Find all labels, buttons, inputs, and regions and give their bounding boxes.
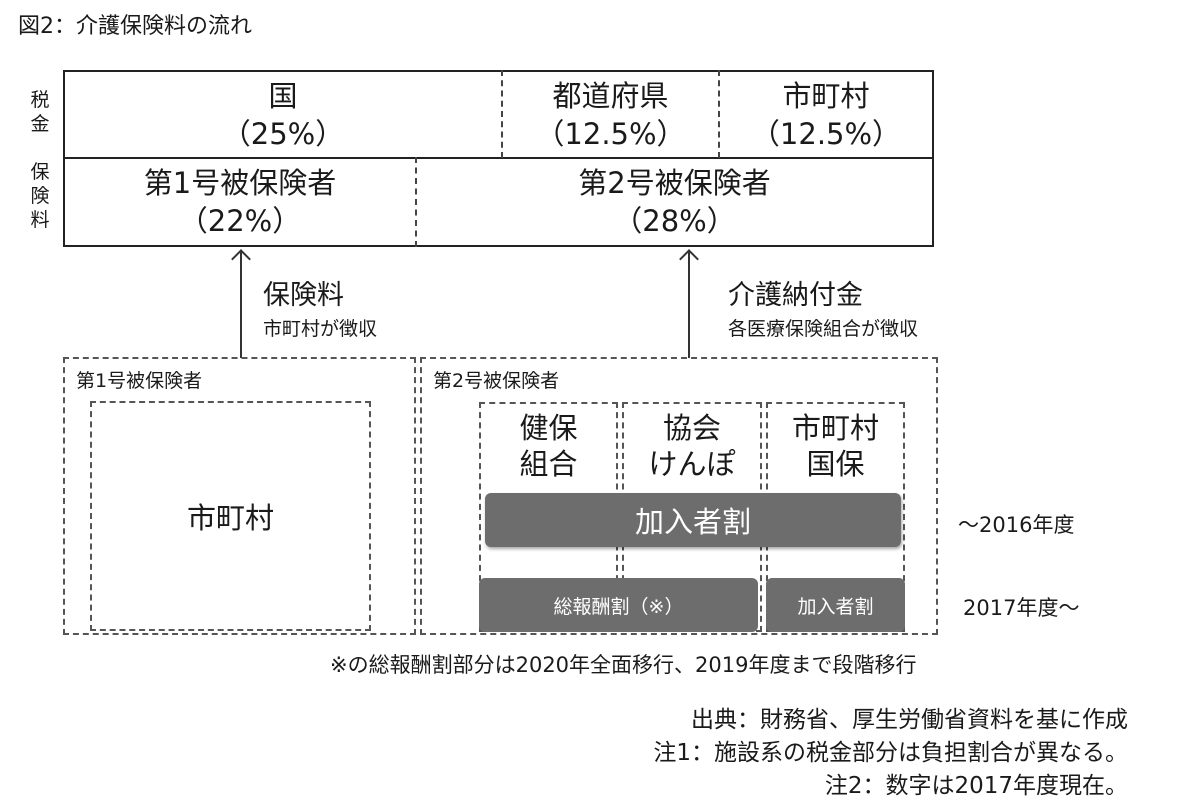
insurer-line: 組合 [519,447,578,481]
flow-label-premium: 保険料 [263,280,344,311]
group-second-insured-title: 第2号被保険者 [433,370,560,392]
cell-municipality: 市町村 （12.5%） [720,72,932,157]
transition-note: ※の総報酬割部分は2020年全面移行、2019年度まで段階移行 [330,653,917,677]
row-label-premium-char: 料 [30,209,50,231]
year-label-2016: ～2016年度 [958,513,1075,537]
cell-second-insured: 第2号被保険者 （28%） [417,159,932,245]
cell-share: （22%） [178,204,302,238]
cell-first-insured: 第1号被保険者 （22%） [65,159,415,245]
insurer-line: 市町村 [791,411,879,445]
cell-name: 都道府県 [552,78,669,113]
arrowhead-icon [231,249,251,269]
cell-name: 第1号被保険者 [143,166,337,200]
year-label-2017: 2017年度～ [963,596,1080,620]
cell-name: 国 [268,78,298,113]
figure-title: 図2：介護保険料の流れ [18,14,252,39]
cell-national: 国 （25%） [65,72,501,157]
flow-sub-premium: 市町村が徴収 [263,318,378,340]
group-first-insured [63,357,416,635]
group-second-insured [420,357,938,635]
row-label-tax-char: 税 [30,89,50,111]
flow-label-levy: 介護納付金 [728,280,863,311]
bar-per-capita-2016: 加入者割 [485,493,901,547]
table-divider [415,157,417,247]
note-line-2: 注2：数字は2017年度現在。 [824,773,1128,799]
table-divider [718,70,720,158]
cell-name: 市町村 [782,78,870,113]
group-first-insured-title: 第1号被保険者 [76,370,203,392]
row-label-tax-char: 金 [30,113,50,135]
arrow-up-left [240,252,242,358]
bar-income-based-2017: 総報酬割（※） [479,578,758,632]
note-line-1: 注1：施設系の税金部分は負担割合が異なる。 [653,740,1128,766]
arrowhead-icon [679,249,699,269]
insurer-line: 健保 [519,411,578,445]
row-label-premium-char: 険 [30,185,50,207]
cell-share: （12.5%） [750,116,902,151]
cell-prefecture: 都道府県 （12.5%） [503,72,718,157]
insurer-line: 協会 [662,411,721,445]
bar-per-capita-2017: 加入者割 [766,578,905,632]
insurer-municipality: 市町村 [90,401,371,631]
cell-share: （28%） [613,204,736,238]
source-line: 出典：財務省、厚生労働省資料を基に作成 [691,707,1128,733]
cell-share: （25%） [221,116,345,151]
insurer-line: 国保 [806,447,865,481]
insurer-kenpo-union-label: 健保 組合 [479,410,618,482]
insurer-municipality-label: 市町村 [186,501,274,535]
insurer-municipal-nhi-label: 市町村 国保 [766,410,905,482]
cell-share: （12.5%） [535,116,686,151]
insurer-line: けんぽ [648,447,736,481]
row-label-premium-char: 保 [30,161,50,183]
table-divider [501,70,503,158]
cell-name: 第2号被保険者 [578,166,771,200]
flow-sub-levy: 各医療保険組合が徴収 [728,318,919,340]
row-label-tax: 税 金 [28,88,52,136]
arrow-up-right [688,252,690,358]
table-row-divider [63,157,934,159]
insurer-kyokai-kenpo-label: 協会 けんぽ [622,410,762,482]
row-label-premium: 保 険 料 [28,160,52,232]
